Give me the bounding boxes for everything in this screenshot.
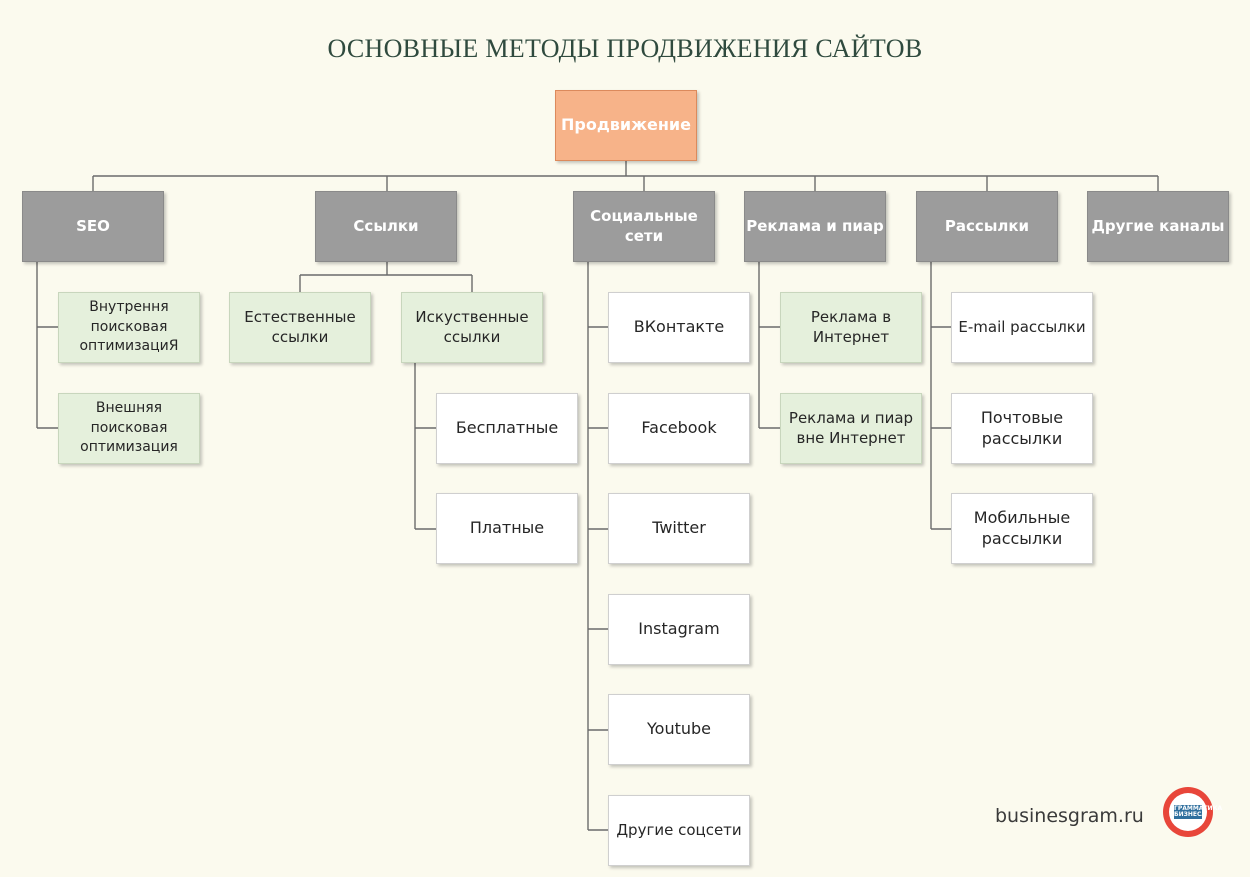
category-other: Другие каналы <box>1087 191 1229 262</box>
social-twitter-node: Twitter <box>608 493 750 564</box>
root-label: Продвижение <box>561 115 691 135</box>
mail-email-node: E-mail рассылки <box>951 292 1093 363</box>
node-label: Естественные ссылки <box>244 308 356 346</box>
node-label: Реклама и пиар вне Интернет <box>788 409 914 447</box>
category-label: Социальные сети <box>590 207 698 245</box>
category-social: Социальные сети <box>573 191 715 262</box>
category-mail: Рассылки <box>916 191 1058 262</box>
logo-icon: ГРАММАТИКА БИЗНЕСА <box>1163 787 1223 837</box>
social-vk-node: ВКонтакте <box>608 292 750 363</box>
seo-internal-node: Внутрення поисковая оптимизациЯ <box>58 292 200 363</box>
category-label: SEO <box>76 216 110 235</box>
node-label: Мобильные рассылки <box>973 507 1071 548</box>
category-label: Реклама и пиар <box>746 216 884 235</box>
category-label: Рассылки <box>944 216 1030 235</box>
ads-offline-node: Реклама и пиар вне Интернет <box>780 393 922 464</box>
category-label: Ссылки <box>353 216 419 235</box>
node-label: Youtube <box>647 719 711 739</box>
logo-inner: ГРАММАТИКА БИЗНЕСА <box>1169 793 1223 831</box>
node-label: Бесплатные <box>455 418 559 438</box>
node-label: Искуственные ссылки <box>415 308 529 346</box>
diagram-title: ОСНОВНЫЕ МЕТОДЫ ПРОДВИЖЕНИЯ САЙТОВ <box>327 34 923 63</box>
ads-internet-node: Реклама в Интернет <box>780 292 922 363</box>
mail-postal-node: Почтовые рассылки <box>951 393 1093 464</box>
site-url: businesgram.ru <box>995 805 1144 827</box>
root-node: Продвижение <box>555 90 697 161</box>
social-youtube-node: Youtube <box>608 694 750 765</box>
node-label: ВКонтакте <box>633 317 725 337</box>
node-label: Facebook <box>641 418 717 438</box>
node-label: E-mail рассылки <box>958 317 1086 336</box>
node-label: Внутрення поисковая оптимизациЯ <box>79 299 179 355</box>
paid-links-node: Платные <box>436 493 578 564</box>
social-instagram-node: Instagram <box>608 594 750 665</box>
free-links-node: Бесплатные <box>436 393 578 464</box>
node-label: Twitter <box>652 518 706 538</box>
seo-external-node: Внешняя поисковая оптимизация <box>58 393 200 464</box>
category-ads: Реклама и пиар <box>744 191 886 262</box>
node-label: Instagram <box>638 619 720 639</box>
category-label: Другие каналы <box>1091 216 1225 235</box>
node-label: Почтовые рассылки <box>980 407 1064 448</box>
node-label: Реклама в Интернет <box>810 308 892 346</box>
category-seo: SEO <box>22 191 164 262</box>
mail-mobile-node: Мобильные рассылки <box>951 493 1093 564</box>
node-label: Платные <box>469 518 545 538</box>
artificial-links-node: Искуственные ссылки <box>401 292 543 363</box>
node-label: Внешняя поисковая оптимизация <box>80 400 178 456</box>
natural-links-node: Естественные ссылки <box>229 292 371 363</box>
logo-text: ГРАММАТИКА БИЗНЕСА <box>1174 804 1223 820</box>
category-links: Ссылки <box>315 191 457 262</box>
social-facebook-node: Facebook <box>608 393 750 464</box>
node-label: Другие соцсети <box>616 820 742 839</box>
social-other-node: Другие соцсети <box>608 795 750 866</box>
